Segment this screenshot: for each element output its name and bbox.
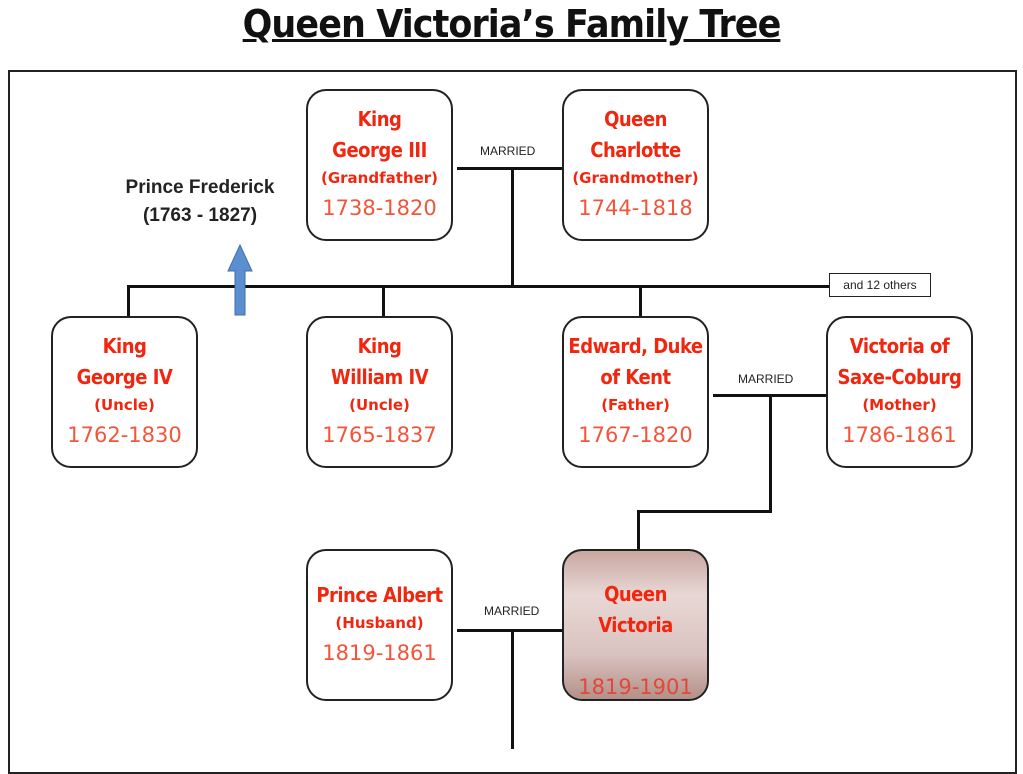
connector	[511, 167, 514, 288]
connector	[639, 285, 642, 316]
others-badge: and 12 others	[829, 273, 931, 297]
connector	[457, 629, 562, 632]
person-card-george-iv: King George IV (Uncle) 1762-1830	[51, 316, 198, 468]
person-name: George IV	[76, 365, 173, 389]
person-card-queen-victoria: Queen Victoria 1819-1901	[562, 549, 709, 701]
married-label: MARRIED	[738, 372, 794, 386]
person-card-george-iii: King George III (Grandfather) 1738-1820	[306, 89, 453, 241]
person-name: King	[357, 107, 402, 131]
connector	[457, 167, 562, 170]
connector	[637, 510, 640, 549]
page-title: Queen Victoria’s Family Tree	[242, 2, 782, 46]
person-role: (Uncle)	[349, 396, 410, 414]
person-role: (Grandfather)	[320, 169, 439, 187]
person-years: 1744-1818	[578, 196, 693, 220]
person-years: 1765-1837	[322, 423, 437, 447]
person-role: (Uncle)	[94, 396, 155, 414]
up-arrow-icon	[227, 243, 253, 316]
frederick-name: Prince Frederick	[125, 177, 275, 198]
person-years: 1738-1820	[322, 196, 437, 220]
connector	[511, 629, 514, 749]
connector	[637, 510, 772, 513]
person-card-victoria-saxe-coburg: Victoria of Saxe-Coburg (Mother) 1786-18…	[826, 316, 973, 468]
person-role: (Husband)	[335, 613, 424, 632]
person-card-albert: Prince Albert (Husband) 1819-1861	[306, 549, 453, 701]
person-years: 1819-1861	[322, 640, 437, 665]
person-role: (Mother)	[862, 396, 937, 414]
connector	[769, 394, 772, 513]
person-name: George III	[332, 138, 427, 162]
person-name: Edward, Duke	[568, 334, 703, 358]
person-role: (Father)	[601, 396, 670, 414]
person-card-charlotte: Queen Charlotte (Grandmother) 1744-1818	[562, 89, 709, 241]
person-years: 1819-1901	[578, 675, 693, 699]
connector	[127, 285, 130, 316]
person-name: William IV	[330, 365, 429, 389]
person-name: Charlotte	[590, 138, 681, 162]
person-name: Victoria of	[849, 334, 950, 358]
person-name: Queen Victoria	[598, 582, 673, 637]
person-role: (Grandmother)	[572, 169, 699, 187]
person-card-william-iv: King William IV (Uncle) 1765-1837	[306, 316, 453, 468]
married-label: MARRIED	[484, 604, 540, 618]
person-years: 1767-1820	[578, 423, 693, 447]
connector	[127, 285, 829, 288]
person-name: King	[357, 334, 402, 358]
person-name: Queen	[604, 107, 667, 131]
person-name: of Kent	[600, 365, 671, 389]
connector	[382, 285, 385, 316]
person-card-edward: Edward, Duke of Kent (Father) 1767-1820	[562, 316, 709, 468]
prince-frederick-note: Prince Frederick (1763 - 1827)	[100, 174, 300, 230]
person-name: Saxe-Coburg	[837, 365, 962, 389]
frederick-years: (1763 - 1827)	[142, 205, 258, 226]
person-name: King	[102, 334, 147, 358]
person-name: Prince Albert	[316, 582, 443, 607]
person-years: 1762-1830	[67, 423, 182, 447]
married-label: MARRIED	[480, 144, 536, 158]
person-years: 1786-1861	[842, 423, 957, 447]
